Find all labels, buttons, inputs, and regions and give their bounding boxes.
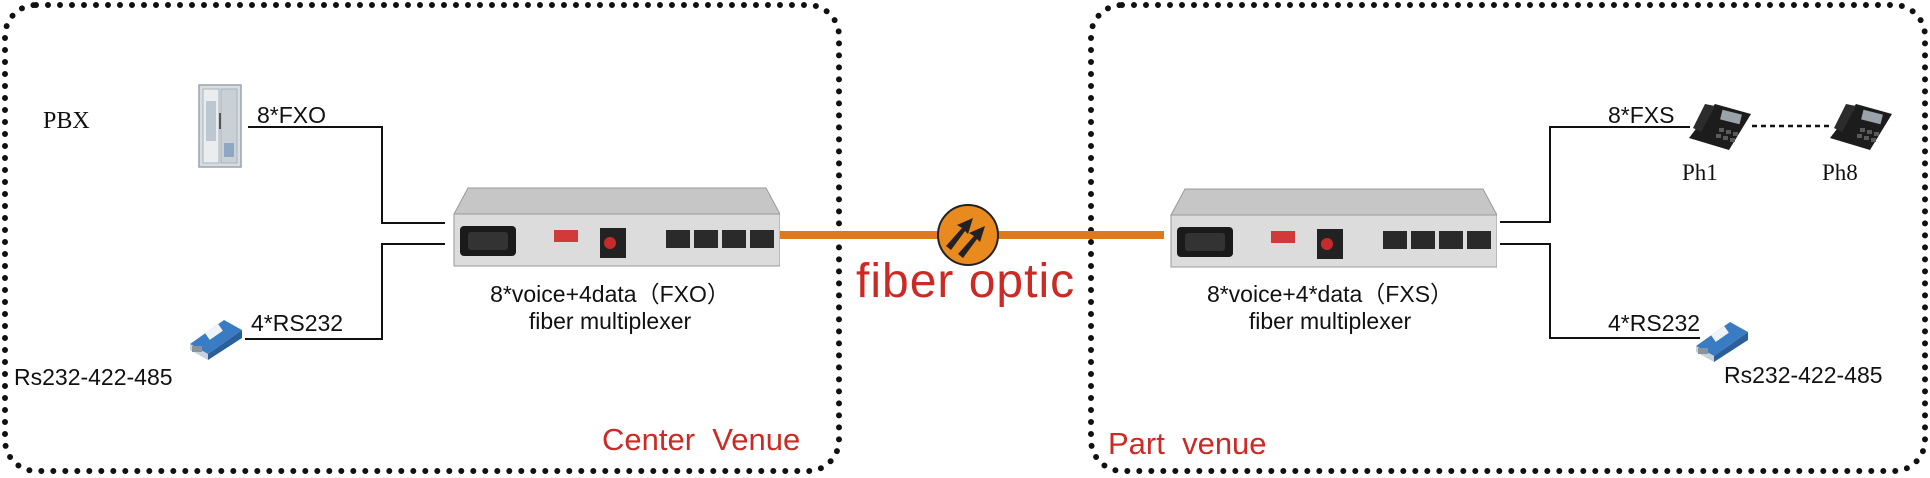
- center-venue-label: Center Venue: [602, 422, 801, 457]
- pbx-cabinet-icon: [197, 83, 245, 174]
- phone-ph8-label: Ph8: [1822, 160, 1858, 185]
- multiplexer-fxs-device: [1167, 187, 1497, 269]
- fxo-line: [248, 126, 445, 224]
- part-venue-label: Part venue: [1108, 426, 1267, 461]
- fxo-label: 8*FXO: [257, 102, 327, 128]
- device-caption-fxo: 8*voice+4data（FXO） fiber multiplexer: [465, 281, 755, 335]
- fiber-connector-icon: [937, 204, 999, 266]
- converter-label-left: Rs232-422-485: [14, 364, 173, 390]
- phone-ph1-icon: [1685, 98, 1755, 159]
- device-caption-fxo-line1: 8*voice+4data（FXO）: [490, 281, 730, 307]
- converter-label-right: Rs232-422-485: [1724, 362, 1883, 388]
- multiplexer-fxo-device: [450, 186, 780, 268]
- fxs-label: 8*FXS: [1608, 102, 1675, 128]
- rs232-link-label-right: 4*RS232: [1608, 310, 1701, 336]
- device-caption-fxs: 8*voice+4*data（FXS） fiber multiplexer: [1185, 281, 1475, 335]
- rs232-converter-icon-right: [1694, 316, 1750, 367]
- phone-ph8-icon: [1826, 98, 1896, 159]
- rs232-line-right: [1500, 243, 1700, 339]
- rs232-line-left: [245, 243, 445, 340]
- rs232-link-label-left: 4*RS232: [251, 310, 344, 336]
- device-caption-fxo-line2: fiber multiplexer: [528, 308, 692, 334]
- fxs-line: [1500, 126, 1690, 223]
- device-caption-fxs-line1: 8*voice+4*data（FXS）: [1206, 281, 1454, 307]
- device-caption-fxs-line2: fiber multiplexer: [1248, 308, 1412, 334]
- phone-ph1-label: Ph1: [1682, 160, 1718, 185]
- pbx-label: PBX: [43, 108, 90, 134]
- fiber-optic-label: fiber optic: [856, 255, 1076, 308]
- rs232-converter-icon: [188, 314, 244, 365]
